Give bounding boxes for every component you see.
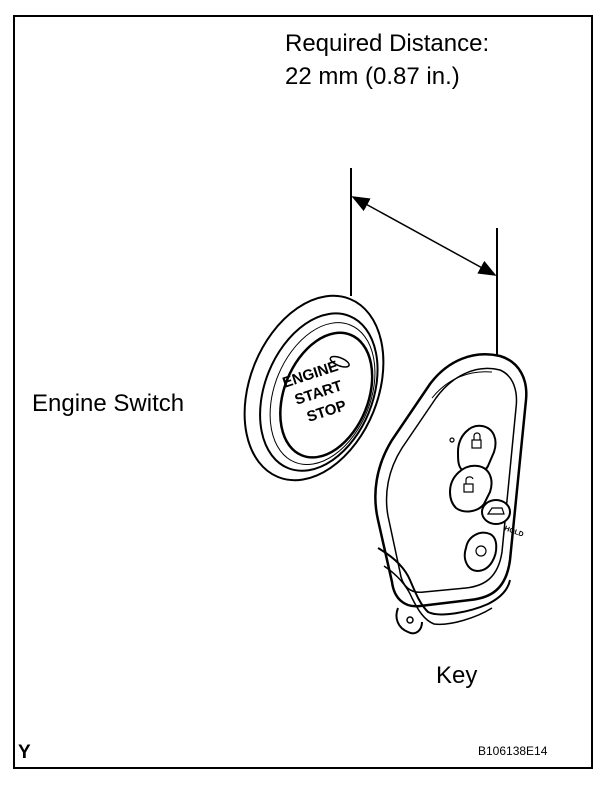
lock-icon bbox=[471, 439, 482, 449]
trunk-icon bbox=[486, 507, 505, 515]
distance-arrow bbox=[351, 196, 497, 276]
key-button-trunk bbox=[481, 499, 511, 525]
key-body-outline bbox=[374, 353, 528, 608]
figure-code: B106138E14 bbox=[478, 744, 548, 758]
unlock-icon bbox=[463, 483, 474, 493]
key-ring-loop bbox=[395, 607, 423, 635]
dimension-indicator bbox=[350, 168, 498, 356]
engine-switch bbox=[243, 294, 385, 482]
required-distance-title: Required Distance: bbox=[285, 30, 490, 57]
key-label: Key bbox=[436, 662, 478, 689]
key-top-highlight bbox=[431, 371, 493, 399]
key-button-unlock bbox=[448, 464, 493, 513]
key-ring-hole bbox=[406, 616, 414, 624]
required-distance-value: 22 mm (0.87 in.) bbox=[285, 63, 460, 90]
switch-indicator-lamp bbox=[329, 355, 350, 368]
corner-mark: Y bbox=[18, 742, 31, 763]
key-button-panic bbox=[463, 531, 498, 572]
panic-icon bbox=[475, 545, 487, 557]
key-button-lock bbox=[456, 424, 497, 475]
key-led bbox=[449, 437, 455, 443]
key-fob bbox=[374, 353, 528, 635]
key-side-band bbox=[377, 547, 511, 616]
key-side-band-lower bbox=[383, 565, 493, 626]
engine-switch-label: Engine Switch bbox=[32, 390, 185, 417]
